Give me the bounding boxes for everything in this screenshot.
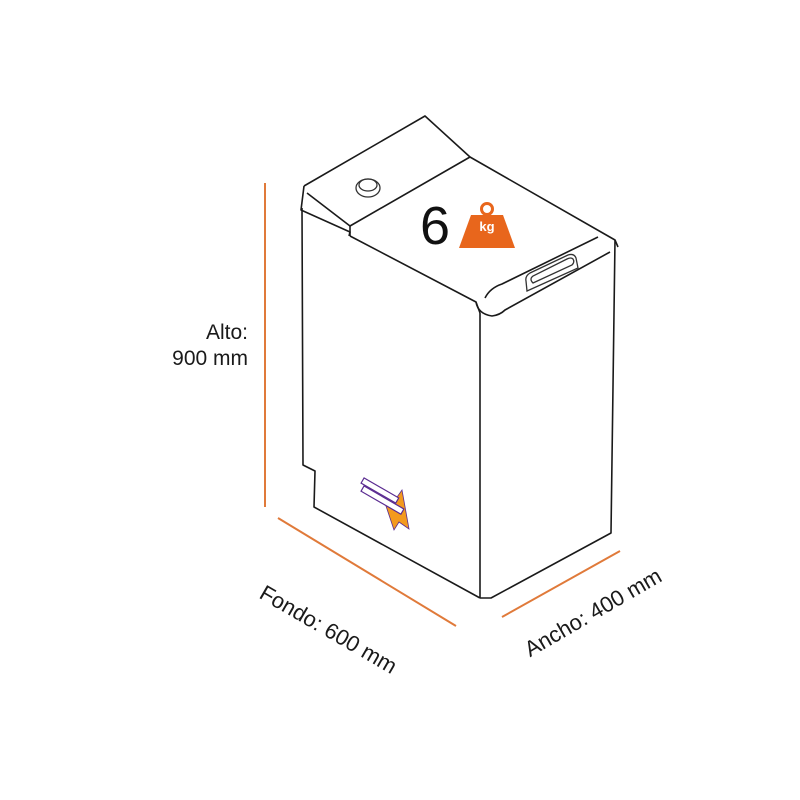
height-label-title: Alto: xyxy=(205,321,248,344)
height-label-value: 900 mm xyxy=(172,347,248,370)
height-label: Alto: 900 mm xyxy=(150,320,248,372)
width-dimension-line xyxy=(501,550,621,618)
weight-icon xyxy=(459,202,515,248)
capacity-value: 6 xyxy=(420,196,451,256)
arrow-logo-icon xyxy=(360,477,410,531)
machine-body xyxy=(300,115,619,599)
knob-icon xyxy=(355,178,381,198)
depth-dimension-line xyxy=(277,517,457,627)
capacity-unit: kg xyxy=(479,219,495,234)
lid-handle-icon xyxy=(525,253,579,292)
